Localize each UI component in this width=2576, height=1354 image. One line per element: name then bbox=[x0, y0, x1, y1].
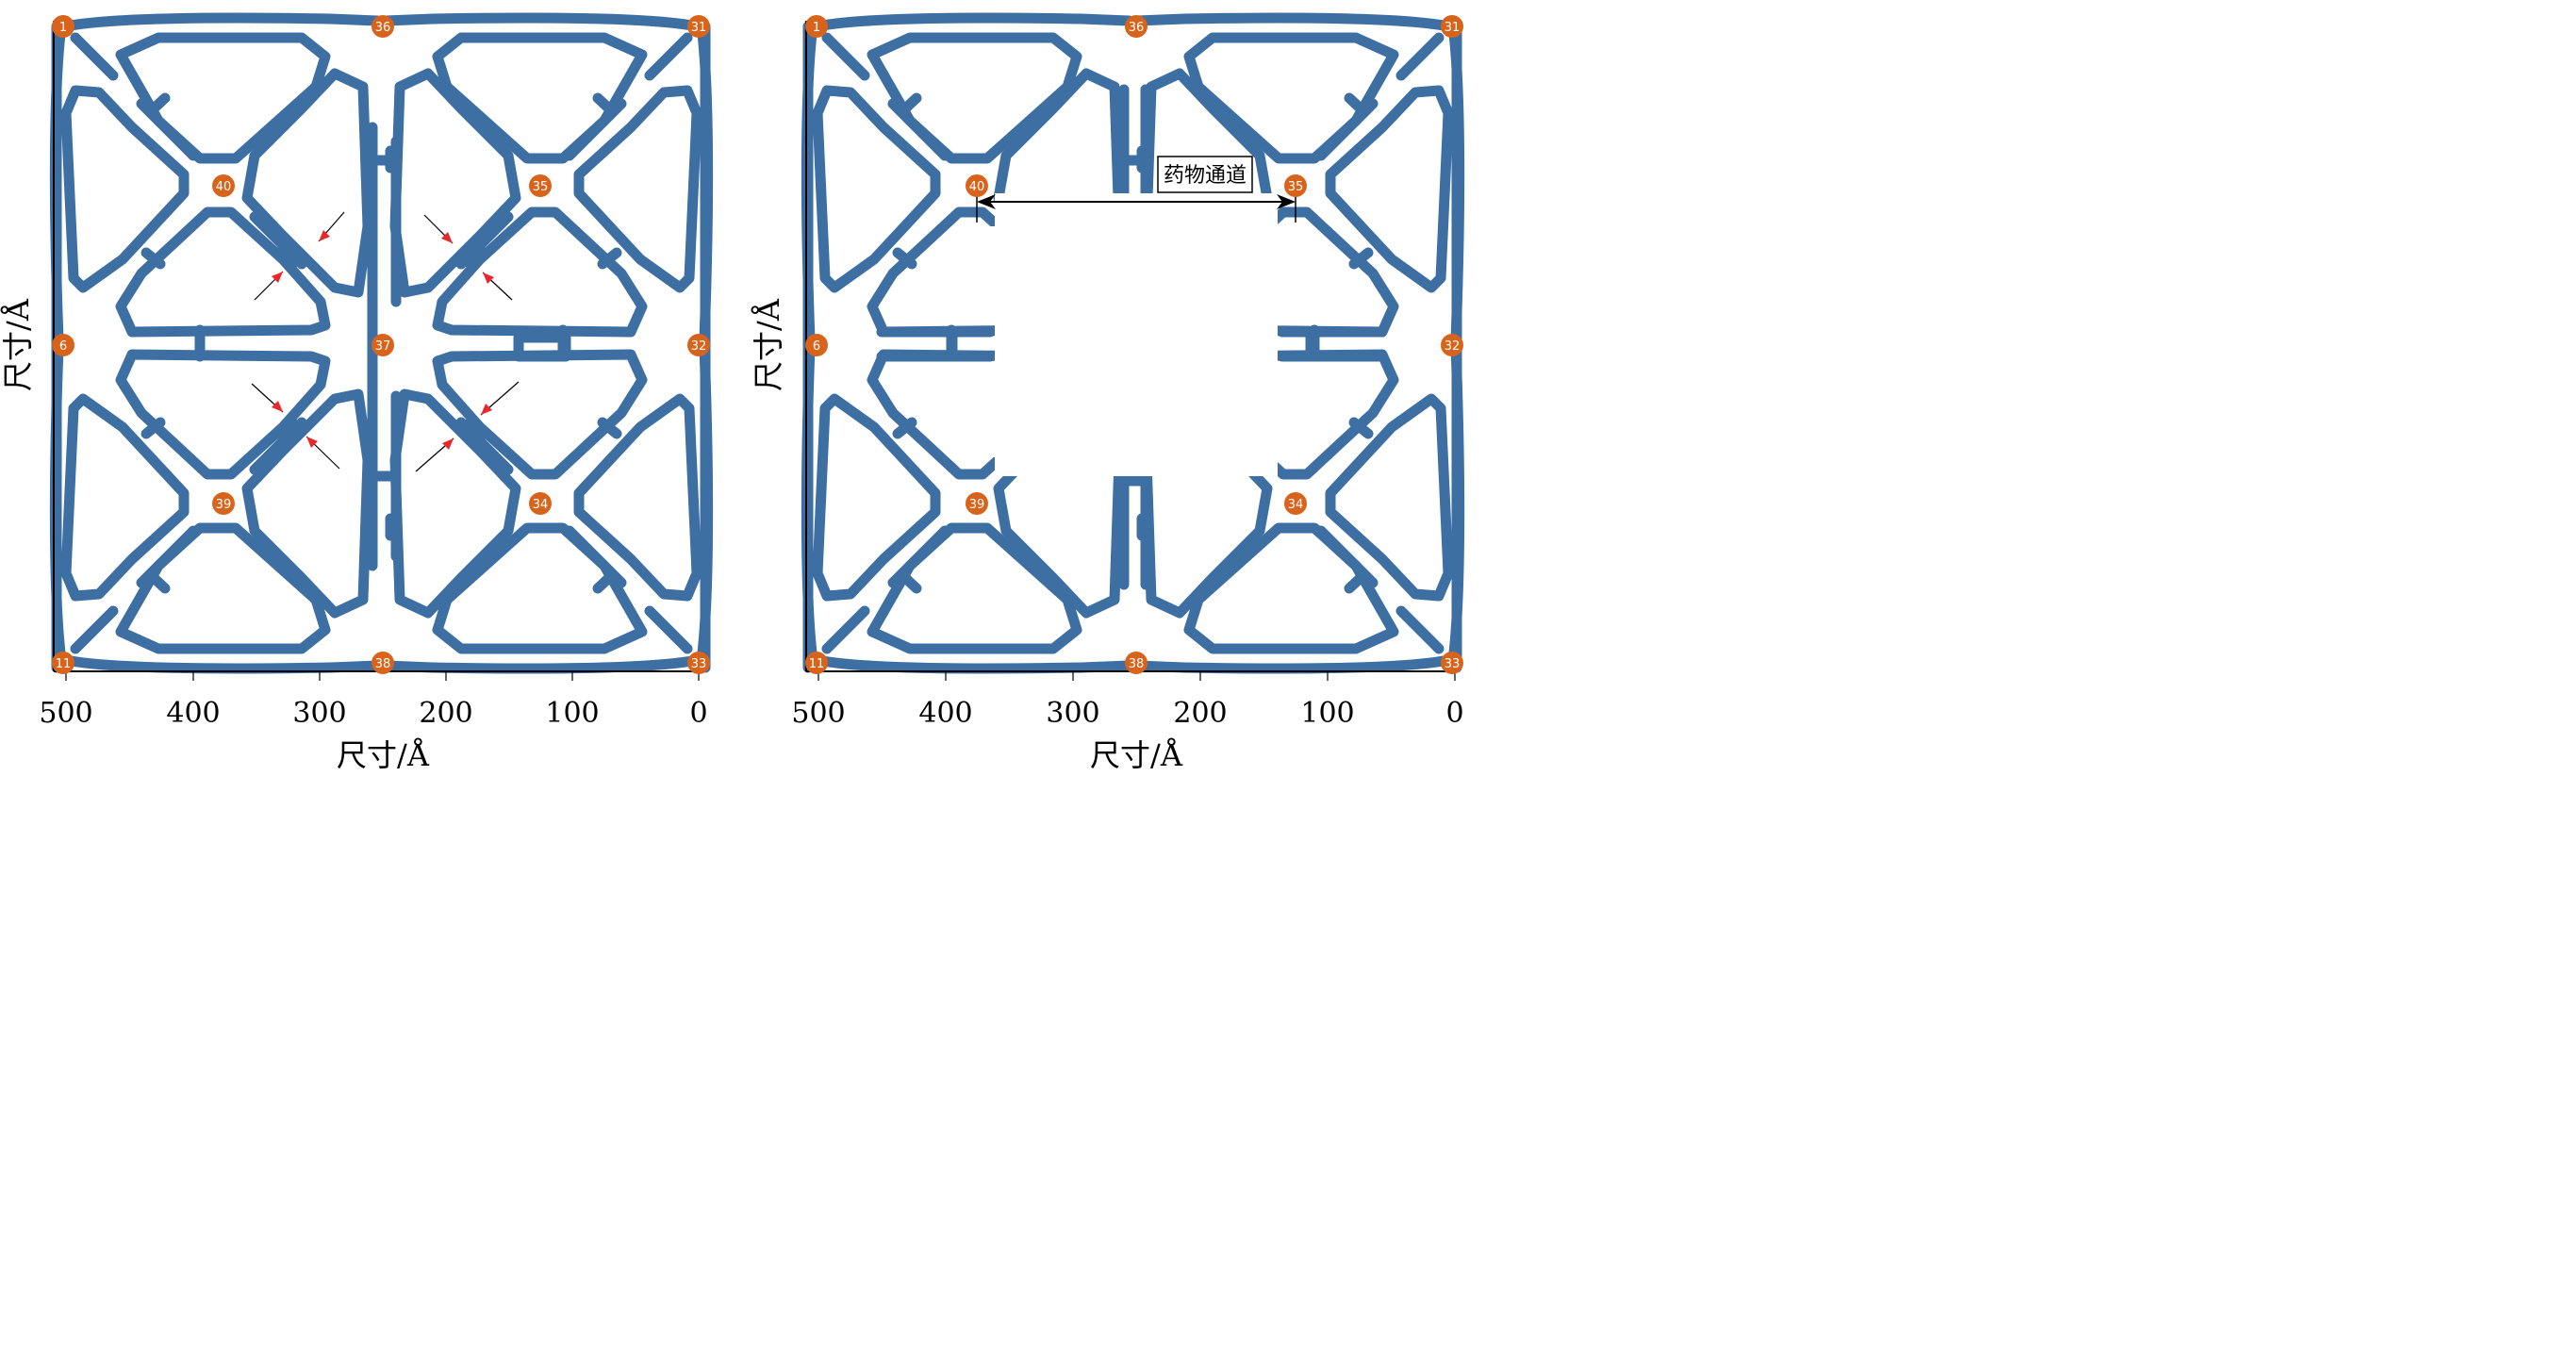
x-axis-label: 尺寸/Å bbox=[1090, 737, 1183, 773]
node-label: 6 bbox=[813, 339, 820, 354]
node-label: 11 bbox=[56, 657, 72, 671]
x-tick-label: 500 bbox=[39, 697, 92, 730]
node-label: 37 bbox=[375, 339, 391, 354]
lattice-figure: 500 400 300 200 100 0 尺寸/Å 尺寸/Å 1 36 31 … bbox=[0, 0, 1469, 773]
x-tick-label: 100 bbox=[1300, 697, 1354, 730]
drug-channel-annotation: 药物通道 bbox=[976, 156, 1296, 223]
node-label: 40 bbox=[969, 180, 985, 194]
right-axes: 500 400 300 200 100 0 尺寸/Å 尺寸/Å bbox=[751, 21, 1464, 773]
right-panel: 500 400 300 200 100 0 尺寸/Å 尺寸/Å 药物通道 1 3… bbox=[751, 15, 1464, 773]
node-label: 39 bbox=[216, 498, 232, 512]
x-tick-label: 400 bbox=[918, 697, 972, 730]
left-arrows bbox=[251, 211, 520, 472]
x-tick-label: 100 bbox=[545, 697, 599, 730]
node-marker: 35 bbox=[529, 174, 552, 197]
arrow-mark bbox=[318, 211, 345, 242]
node-label: 34 bbox=[533, 498, 549, 512]
node-marker: 34 bbox=[1284, 492, 1307, 515]
x-tick-label: 300 bbox=[1046, 697, 1099, 730]
node-label: 35 bbox=[1288, 180, 1304, 194]
node-marker: 36 bbox=[372, 15, 394, 38]
node-marker: 1 bbox=[52, 15, 74, 38]
node-label: 31 bbox=[1445, 21, 1461, 35]
node-marker: 6 bbox=[52, 334, 74, 356]
node-marker: 33 bbox=[687, 652, 710, 674]
node-marker: 36 bbox=[1125, 15, 1148, 38]
node-marker: 11 bbox=[805, 652, 828, 674]
node-label: 36 bbox=[1129, 21, 1145, 35]
right-nodes: 1 36 31 40 35 6 32 39 34 11 38 33 bbox=[805, 15, 1463, 674]
node-label: 11 bbox=[809, 657, 825, 671]
node-marker: 38 bbox=[372, 652, 394, 674]
arrow-mark bbox=[480, 381, 520, 416]
node-label: 1 bbox=[813, 21, 820, 35]
x-axis-label: 尺寸/Å bbox=[337, 737, 430, 773]
node-marker: 33 bbox=[1441, 652, 1463, 674]
node-marker: 40 bbox=[966, 174, 988, 197]
node-marker: 39 bbox=[212, 492, 235, 515]
node-marker: 34 bbox=[529, 492, 552, 515]
node-label: 34 bbox=[1288, 498, 1304, 512]
left-nodes: 1 36 31 40 35 6 37 32 39 34 11 38 33 bbox=[52, 15, 710, 674]
node-label: 40 bbox=[216, 180, 232, 194]
node-marker: 11 bbox=[52, 652, 74, 674]
arrow-mark bbox=[305, 436, 340, 470]
node-marker: 40 bbox=[212, 174, 235, 197]
node-label: 38 bbox=[1129, 657, 1145, 671]
x-tick-label: 300 bbox=[292, 697, 346, 730]
node-label: 33 bbox=[1445, 657, 1461, 671]
node-marker: 6 bbox=[805, 334, 828, 356]
node-label: 31 bbox=[691, 21, 707, 35]
node-marker: 31 bbox=[1441, 15, 1463, 38]
node-marker: 35 bbox=[1284, 174, 1307, 197]
drug-channel-label: 药物通道 bbox=[1164, 164, 1247, 188]
node-marker: 39 bbox=[966, 492, 988, 515]
arrowhead-left bbox=[977, 194, 996, 209]
node-marker: 31 bbox=[687, 15, 710, 38]
x-tick-label: 0 bbox=[689, 697, 707, 730]
y-axis-label: 尺寸/Å bbox=[751, 298, 786, 391]
right-lattice bbox=[806, 18, 1459, 669]
node-label: 6 bbox=[59, 339, 67, 354]
node-label: 36 bbox=[375, 21, 391, 35]
arrow-mark bbox=[254, 271, 284, 301]
node-marker: 32 bbox=[687, 334, 710, 356]
x-tick-label: 500 bbox=[791, 697, 845, 730]
arrow-mark bbox=[423, 214, 454, 244]
node-label: 1 bbox=[59, 21, 67, 35]
node-marker: 38 bbox=[1125, 652, 1148, 674]
arrowhead-right bbox=[1277, 194, 1296, 209]
node-label: 35 bbox=[533, 180, 549, 194]
y-axis-label: 尺寸/Å bbox=[0, 298, 36, 391]
x-tick-label: 200 bbox=[1173, 697, 1227, 730]
arrow-mark bbox=[482, 272, 513, 301]
node-label: 39 bbox=[969, 498, 985, 512]
x-tick-label: 0 bbox=[1445, 697, 1463, 730]
x-tick-label: 400 bbox=[166, 697, 220, 730]
arrow-mark bbox=[251, 383, 284, 413]
node-marker: 32 bbox=[1441, 334, 1463, 356]
annotation-box bbox=[1157, 156, 1253, 193]
x-tick-label: 200 bbox=[419, 697, 472, 730]
arrow-mark bbox=[415, 438, 454, 472]
left-panel: 500 400 300 200 100 0 尺寸/Å 尺寸/Å 1 36 31 … bbox=[0, 15, 710, 773]
node-marker: 1 bbox=[805, 15, 828, 38]
node-label: 32 bbox=[691, 339, 707, 354]
node-label: 38 bbox=[375, 657, 391, 671]
node-marker: 37 bbox=[372, 334, 394, 356]
node-label: 32 bbox=[1445, 339, 1461, 354]
node-label: 33 bbox=[691, 657, 707, 671]
